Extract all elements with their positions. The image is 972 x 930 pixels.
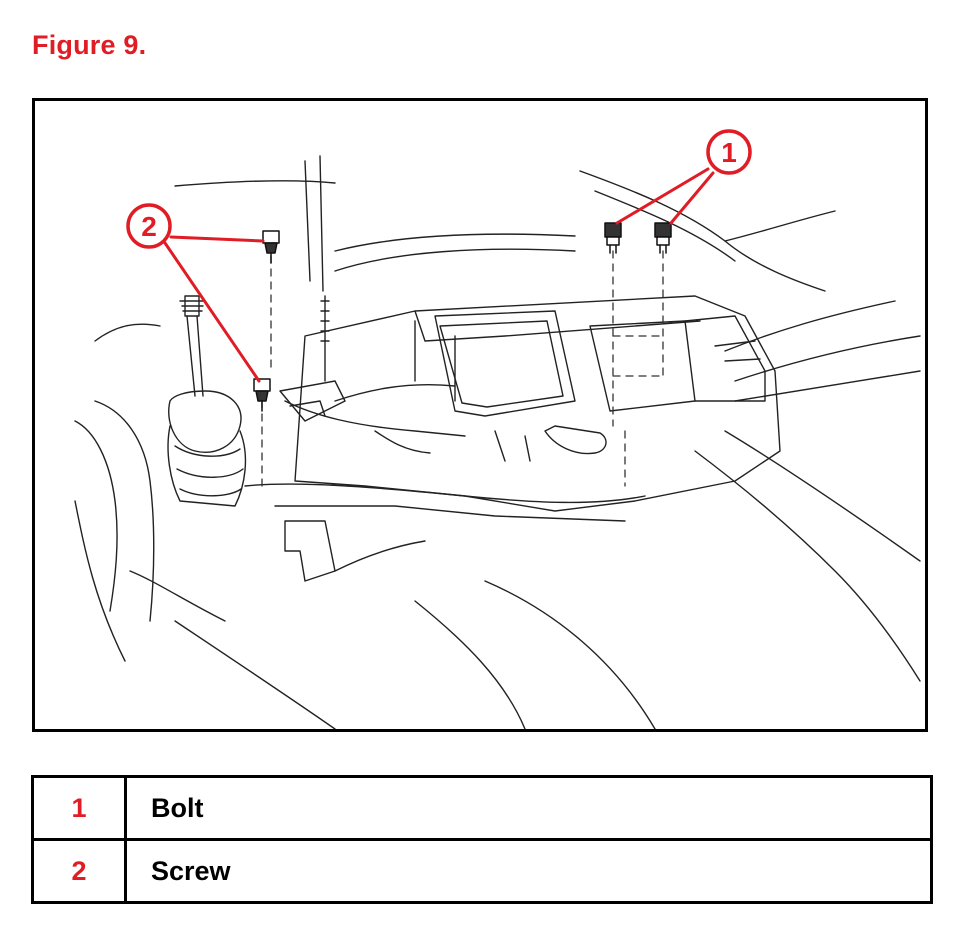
parts-legend: 1 Bolt 2 Screw [31,775,933,904]
legend-row: 2 Screw [31,838,933,904]
screw-icon [262,230,280,264]
screw-icon [253,378,271,412]
legend-label: Bolt [124,775,933,841]
bolt-icon [604,222,622,254]
figure-title: Figure 9. [32,30,147,60]
legend-number: 2 [31,838,127,904]
legend-label: Screw [124,838,933,904]
center-console [244,295,781,582]
callout-1-number: 1 [721,137,737,168]
install-guides [261,250,664,492]
callout-1: 1 [615,129,752,225]
bolt-icon [654,222,672,254]
shift-lever [167,295,247,507]
background-outlines [74,155,921,729]
legend-row: 1 Bolt [31,775,933,841]
console-diagram: 1 2 [74,129,921,729]
legend-number: 1 [31,775,127,841]
callout-2: 2 [126,203,265,383]
callout-2-number: 2 [141,211,157,242]
diagram-frame: 1 2 [32,98,928,732]
